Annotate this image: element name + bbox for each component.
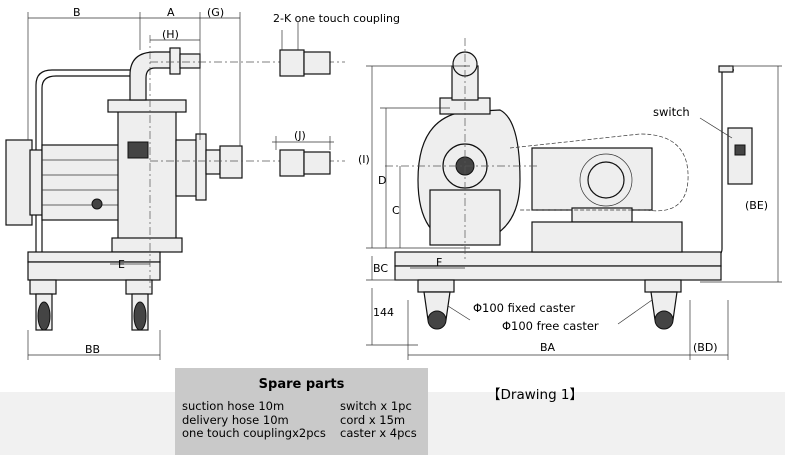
switch-label: switch (653, 105, 690, 119)
dim-d: D (378, 174, 386, 187)
dim-ba: BA (540, 341, 556, 354)
dim-i: (I) (358, 153, 370, 166)
dim-a: A (167, 6, 175, 19)
side-view (5, 12, 345, 360)
dim-f: F (436, 256, 442, 269)
spare-parts-title: Spare parts (258, 377, 345, 392)
spare-parts-left-list: suction hose 10m delivery hose 10m one t… (182, 399, 326, 441)
dim-g: (G) (207, 6, 224, 19)
dim-144: 144 (373, 306, 394, 319)
dim-e: E (118, 258, 125, 271)
dim-b: B (73, 6, 81, 19)
dim-c: C (392, 204, 400, 217)
spare-parts-box: Spare parts suction hose 10m delivery ho… (175, 368, 428, 455)
spare-item-coupling: one touch couplingx2pcs (182, 426, 326, 440)
spare-item-cord: cord x 15m (340, 412, 406, 427)
dim-h: (H) (162, 28, 179, 41)
dim-j: (J) (294, 129, 306, 142)
spare-item-delivery-hose: delivery hose 10m (182, 412, 289, 427)
dim-bc: BC (373, 262, 388, 275)
fixed-caster-label: Φ100 fixed caster (473, 301, 575, 315)
spare-parts-right-list: switch x 1pc cord x 15m caster x 4pcs (340, 399, 417, 441)
spare-item-caster: caster x 4pcs (340, 426, 417, 440)
pump-technical-drawing: 2-K one touch coupling switch Φ100 fixed… (5, 6, 782, 360)
spare-item-switch: switch x 1pc (340, 399, 412, 413)
free-caster-label: Φ100 free caster (502, 319, 599, 333)
dim-be: (BE) (745, 199, 768, 212)
coupling-parts (272, 30, 334, 177)
drawing-caption: 【Drawing 1】 (487, 387, 584, 403)
dim-bb: BB (85, 343, 100, 356)
dim-bd: (BD) (693, 341, 718, 354)
spare-item-suction-hose: suction hose 10m (182, 399, 285, 413)
front-view (297, 22, 782, 360)
coupling-label: 2-K one touch coupling (273, 12, 400, 25)
